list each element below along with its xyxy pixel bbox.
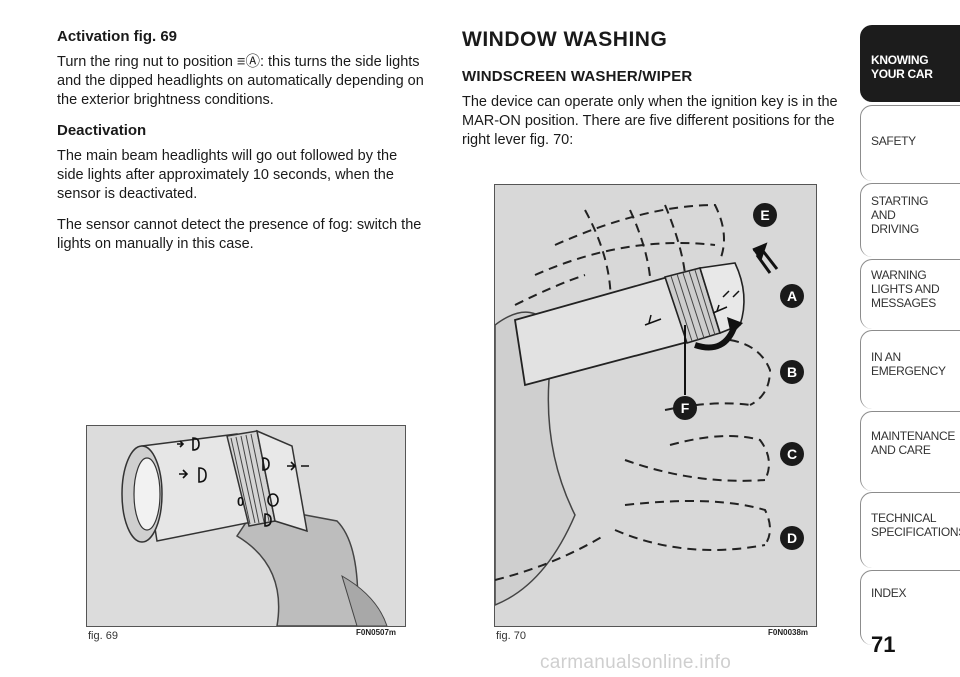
tab-index[interactable]: INDEX — [860, 570, 960, 645]
activation-heading: Activation fig. 69 — [57, 28, 178, 45]
position-marker-b — [780, 360, 804, 384]
page-number: 71 — [871, 632, 896, 657]
fig69-label: fig. 69 — [88, 630, 118, 642]
subsection-title: WINDSCREEN WASHER/WIPER — [462, 68, 693, 85]
watermark: carmanualsonline.info — [540, 652, 732, 673]
position-marker-a — [780, 284, 804, 308]
tab-maintenance-and-care[interactable]: MAINTENANCE AND CARE — [860, 411, 960, 491]
tab-label: WARNING LIGHTS AND MESSAGES — [871, 268, 940, 310]
tab-label: IN AN EMERGENCY — [871, 350, 946, 378]
tab-starting-and-driving[interactable]: STARTING AND DRIVING — [860, 183, 960, 257]
tab-label: INDEX — [871, 586, 907, 600]
position-label-e: E — [760, 207, 769, 223]
section-title: WINDOW WASHING — [462, 28, 668, 51]
figure-69-light-stalk: 0 — [86, 425, 406, 627]
deactivation-heading: Deactivation — [57, 122, 147, 139]
tab-label: MAINTENANCE AND CARE — [871, 429, 956, 457]
position-label-c: C — [787, 446, 797, 462]
deactivation-text: The main beam headlights will go out fol… — [57, 148, 398, 202]
fig69-code: F0N0507m — [356, 628, 397, 637]
tab-knowing-your-car[interactable]: KNOWING YOUR CAR — [860, 25, 960, 102]
right-column: WINDOW WASHING WINDSCREEN WASHER/WIPER T… — [462, 28, 842, 162]
fig70-code: F0N0038m — [768, 628, 809, 637]
figure-70-wiper-stalk: E A B C D F — [494, 184, 817, 627]
chapter-tabs: KNOWING YOUR CAR SAFETY STARTING AND DRI… — [860, 25, 960, 645]
position-marker-c — [780, 442, 804, 466]
tab-label: STARTING AND DRIVING — [871, 194, 929, 236]
body-text: The device can operate only when the ign… — [462, 94, 838, 148]
tab-label: KNOWING YOUR CAR — [871, 53, 933, 81]
tab-label: TECHNICAL SPECIFICATIONS — [871, 511, 960, 539]
position-label-a: A — [787, 288, 797, 304]
ring-position-zero: 0 — [237, 494, 244, 509]
left-column: Activation fig. 69 Turn the ring nut to … — [57, 28, 427, 266]
light-stalk-illustration: 0 — [121, 429, 388, 626]
tab-technical-specifications[interactable]: TECHNICAL SPECIFICATIONS — [860, 492, 960, 568]
tab-in-an-emergency[interactable]: IN AN EMERGENCY — [860, 330, 960, 409]
fig70-label: fig. 70 — [496, 630, 526, 642]
fog-text: The sensor cannot detect the presence of… — [57, 217, 422, 252]
position-marker-d — [780, 526, 804, 550]
position-label-d: D — [787, 530, 797, 546]
position-label-f: F — [681, 400, 690, 416]
position-marker-e — [753, 203, 777, 227]
tab-warning-lights[interactable]: WARNING LIGHTS AND MESSAGES — [860, 259, 960, 329]
wiper-stalk-illustration: E A B C D F — [495, 203, 804, 606]
tab-safety[interactable]: SAFETY — [860, 105, 960, 181]
position-label-b: B — [787, 364, 797, 380]
activation-text: Turn the ring nut to position ≡Ⓐ: this t… — [57, 54, 424, 108]
position-marker-f — [673, 396, 697, 420]
tab-label: SAFETY — [871, 134, 916, 148]
